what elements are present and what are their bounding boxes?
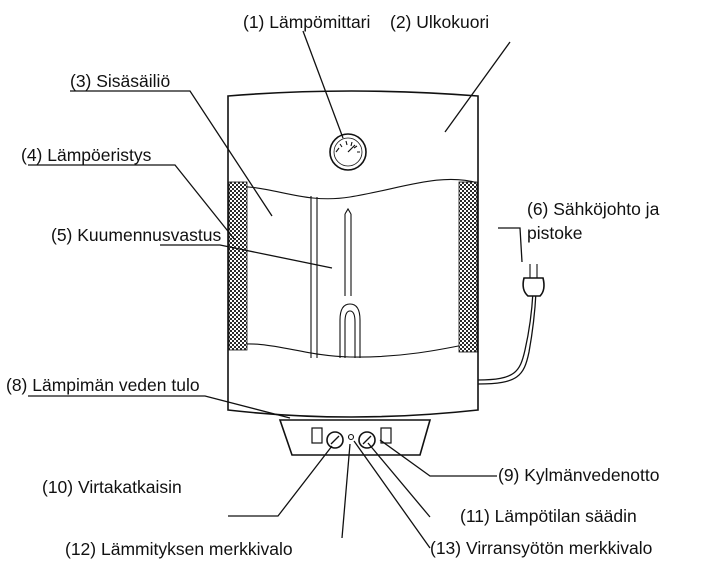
label-outer-shell: (2) Ulkokuori [390,12,489,32]
insulation-left [228,181,248,351]
inner-tank-divider [310,196,318,358]
insulation-right [458,181,478,353]
label-power-switch: (10) Virtakatkaisin [42,477,182,497]
label-cold-water-inlet: (9) Kylmänvedenotto [498,465,659,485]
heating-element-rod [339,207,361,358]
thermometer-gauge [329,133,367,171]
label-power-off-indicator: (13) Virransyötön merkkivalo [430,538,652,558]
label-insulation: (4) Lämpöeristys [21,145,152,165]
control-box [278,419,432,456]
label-power-cord-1: (6) Sähköjohto ja [527,199,660,219]
label-heating-indicator: (12) Lämmityksen merkkivalo [65,539,293,559]
label-heating-element: (5) Kuumennusvastus [51,225,221,245]
label-inner-tank: (3) Sisäsäiliö [70,71,170,91]
label-temperature-control: (11) Lämpötilan säädin [460,506,637,526]
leader-lines [28,30,523,549]
power-cord [477,264,545,385]
label-power-cord-2: pistoke [527,223,582,243]
label-hot-water-outlet: (8) Lämpimän veden tulo [6,375,200,395]
labels: (1) Lämpömittari (2) Ulkokuori (3) Sisäs… [6,12,660,559]
label-thermometer: (1) Lämpömittari [243,12,370,32]
heater-body [227,90,479,418]
